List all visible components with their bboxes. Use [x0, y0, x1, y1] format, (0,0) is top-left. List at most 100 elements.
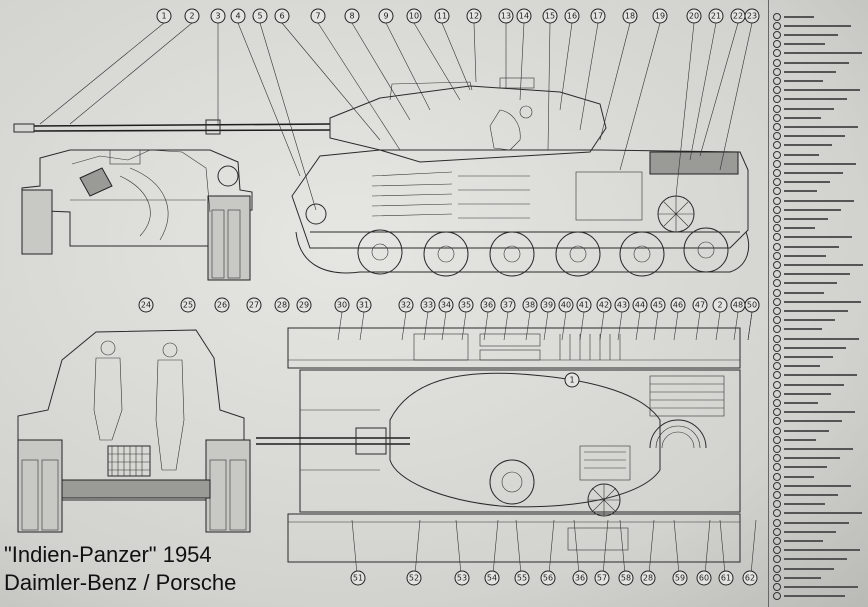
caption-makers: Daimler-Benz / Porsche — [4, 570, 237, 595]
callout-number: 26 — [217, 301, 227, 310]
callout-circle — [310, 8, 326, 24]
callout-circle — [214, 297, 230, 313]
callout-7: 7 — [310, 8, 401, 151]
callout-number: 33 — [423, 301, 433, 310]
callout-number: 36 — [575, 574, 585, 583]
legend-marker — [773, 592, 781, 601]
callout-13: 13 — [498, 8, 514, 88]
callout-number: 38 — [525, 301, 535, 310]
legend-text-stroke — [784, 24, 851, 27]
legend-text-stroke — [784, 475, 814, 478]
callout-circle — [708, 8, 724, 24]
callout-circle — [686, 8, 702, 24]
legend-row — [773, 365, 867, 380]
callout-48: 48 — [730, 297, 746, 341]
callout-circle — [378, 8, 394, 24]
callout-number: 10 — [409, 12, 419, 21]
callout-36: 36 — [572, 519, 588, 586]
callout-number: 22 — [733, 12, 743, 21]
legend-text-stroke — [784, 89, 860, 92]
callout-number: 32 — [401, 301, 411, 310]
legend-marker — [773, 288, 781, 297]
callout-14: 14 — [516, 8, 532, 101]
callout-circle — [398, 297, 414, 313]
callout-circle — [696, 570, 712, 586]
callout-number: 9 — [383, 12, 388, 21]
callout-57: 57 — [594, 519, 610, 586]
legend-row — [773, 282, 867, 297]
leader-line — [599, 311, 605, 341]
callout-50: 50 — [744, 297, 760, 341]
leader-line — [561, 311, 567, 341]
callout-42: 42 — [596, 297, 612, 341]
callout-27: 27 — [246, 297, 262, 313]
callout-2: 2 — [712, 297, 728, 341]
legend-marker — [773, 178, 781, 187]
callout-38: 38 — [522, 297, 538, 341]
legend-text-stroke — [784, 61, 849, 64]
callout-circle — [522, 297, 538, 313]
callout-number: 41 — [579, 301, 589, 310]
legend-text-stroke — [784, 411, 855, 414]
leader-line — [675, 22, 695, 197]
callout-circle — [564, 8, 580, 24]
callout-number: 43 — [617, 301, 627, 310]
legend-text-stroke — [784, 199, 854, 202]
callout-25: 25 — [180, 297, 196, 313]
leader-line — [69, 22, 193, 125]
callout-circle — [742, 570, 758, 586]
callout-28: 28 — [640, 519, 656, 586]
callout-number: 17 — [593, 12, 603, 21]
callout-number: 11 — [437, 12, 447, 21]
road-wheels — [305, 203, 729, 277]
caption: "Indien-Panzer" 1954 Daimler-Benz / Pors… — [4, 541, 304, 597]
callout-number: 34 — [441, 301, 451, 310]
legend-row — [773, 337, 867, 352]
leader-line — [715, 311, 721, 341]
legend-marker — [773, 472, 781, 481]
legend-row — [773, 383, 867, 398]
legend-text-stroke — [784, 466, 827, 469]
legend-marker — [773, 325, 781, 334]
legend-row — [773, 521, 867, 536]
legend-marker — [773, 389, 781, 398]
callout-47: 47 — [692, 297, 708, 341]
callout-circle — [230, 8, 246, 24]
callout-number: 60 — [699, 574, 709, 583]
legend-marker — [773, 12, 781, 21]
legend-marker — [773, 546, 781, 555]
callout-1: 1 — [39, 8, 172, 125]
legend-text-stroke — [784, 273, 850, 276]
legend-text-stroke — [784, 217, 828, 220]
caption-title: "Indien-Panzer" 1954 — [4, 542, 212, 567]
leader-line — [351, 22, 411, 121]
legend-row — [773, 15, 867, 30]
callout-number: 5 — [257, 12, 262, 21]
legend-text-stroke — [784, 291, 824, 294]
legend-marker — [773, 306, 781, 315]
legend-text-stroke — [784, 236, 852, 239]
callout-23: 23 — [719, 8, 760, 171]
callout-45: 45 — [650, 297, 666, 341]
callout-number: 28 — [277, 301, 287, 310]
legend-row — [773, 300, 867, 315]
legend-text-stroke — [784, 245, 839, 248]
legend-row — [773, 273, 867, 288]
legend-row — [773, 135, 867, 150]
callout-51: 51 — [350, 519, 366, 586]
callout-circle — [184, 8, 200, 24]
callout-39: 39 — [540, 297, 556, 341]
callout-number: 29 — [299, 301, 309, 310]
legend-marker — [773, 316, 781, 325]
legend-marker — [773, 343, 781, 352]
legend-row — [773, 558, 867, 573]
legend-text-stroke — [784, 530, 836, 533]
legend-marker — [773, 141, 781, 150]
legend-text-stroke — [784, 107, 834, 110]
callout-circle — [484, 570, 500, 586]
legend-row — [773, 392, 867, 407]
callout-60: 60 — [696, 519, 712, 586]
callout-36: 36 — [480, 297, 496, 341]
legend-marker — [773, 435, 781, 444]
legend-text-stroke — [784, 125, 858, 128]
